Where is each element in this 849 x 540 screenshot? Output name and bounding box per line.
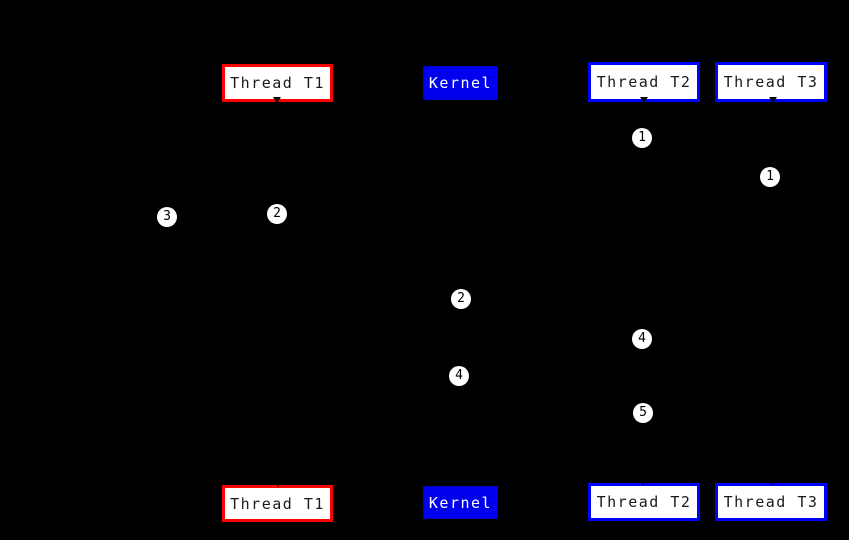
- node-thread-t1-bottom: Thread T1: [222, 485, 333, 522]
- node-kernel-bottom-label: Kernel: [428, 493, 493, 512]
- node-thread-t1-bottom-label: Thread T1: [230, 494, 325, 513]
- arrowhead-notch-t3-top: [769, 97, 777, 103]
- node-kernel-top-label: Kernel: [428, 74, 493, 92]
- step-marker-3-left: 3: [157, 207, 177, 227]
- node-thread-t2-top: Thread T2: [588, 62, 700, 102]
- node-thread-t1-top: Thread T1: [222, 64, 333, 102]
- node-thread-t3-bottom-label: Thread T3: [723, 493, 819, 511]
- arrowhead-notch-t3-bottom: [768, 479, 776, 485]
- arrowhead-notch-t1-top: [273, 97, 281, 103]
- step-marker-4-thread-t2: 4: [632, 329, 652, 349]
- step-marker-1-thread-t2: 1: [632, 128, 652, 148]
- step-marker-2-thread-t1: 2: [267, 204, 287, 224]
- node-thread-t2-top-label: Thread T2: [596, 73, 692, 91]
- node-thread-t1-top-label: Thread T1: [230, 74, 325, 92]
- step-marker-4-kernel: 4: [449, 366, 469, 386]
- node-thread-t2-bottom-label: Thread T2: [596, 493, 692, 511]
- step-marker-5-thread-t2: 5: [633, 403, 653, 423]
- node-thread-t3-bottom: Thread T3: [715, 483, 827, 521]
- node-kernel-top: Kernel: [423, 66, 498, 100]
- arrowhead-notch-t2-top: [640, 97, 648, 103]
- arrowhead-notch-t1-bottom: [274, 481, 282, 487]
- node-thread-t3-top-label: Thread T3: [723, 73, 819, 91]
- node-thread-t3-top: Thread T3: [715, 62, 827, 102]
- node-thread-t2-bottom: Thread T2: [588, 483, 700, 521]
- arrowhead-notch-t2-bottom: [639, 479, 647, 485]
- node-kernel-bottom: Kernel: [423, 486, 498, 519]
- step-marker-2-kernel: 2: [451, 289, 471, 309]
- step-marker-1-thread-t3: 1: [760, 167, 780, 187]
